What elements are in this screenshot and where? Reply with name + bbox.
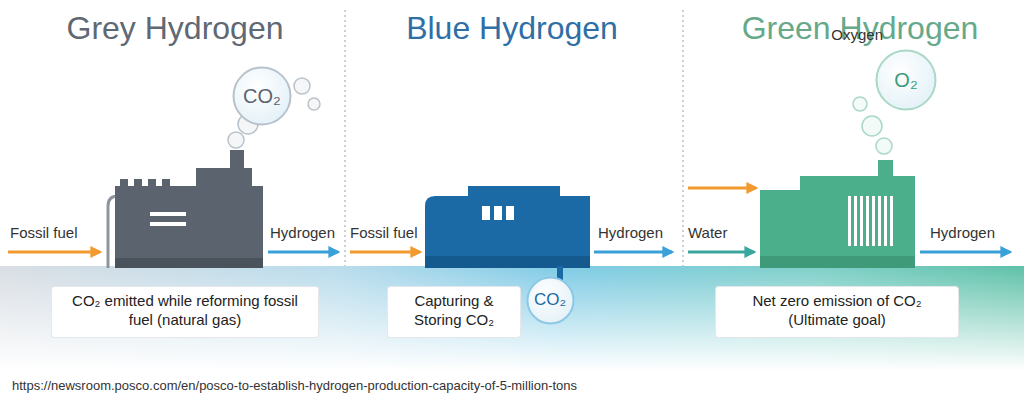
flow-label: Hydrogen [598,224,663,241]
output-arrow [920,251,1010,254]
bubble-label: CO₂ [534,290,566,310]
panel-heading: Grey Hydrogen [67,10,284,47]
divider [345,10,346,266]
energy-arrow [688,187,756,190]
ground-band [0,266,1024,370]
flow-label: Fossil fuel [10,224,78,241]
factory-body [425,186,590,268]
vapour [876,138,892,154]
co2-bubble: CO₂ [526,276,575,325]
crenel [162,179,170,187]
green-factory [760,97,915,268]
window-stripe [866,196,869,246]
crenel [148,179,156,187]
factory-base [760,256,915,268]
factory-body [115,186,263,268]
vapour [853,97,867,111]
panel-heading: Blue Hydrogen [406,10,618,47]
co2-bubble: CO₂ [232,66,292,126]
box-text: Capturing & Storing CO₂ [396,292,512,330]
input-arrow [688,251,754,254]
window-stripe [860,196,863,246]
bubble-circle [877,51,936,110]
window-stripe [872,196,875,246]
window [150,212,186,216]
box-text: Net zero emission of CO₂ (Ultimate goal) [724,292,950,330]
o2-bubble: OxygenO₂ [875,49,937,111]
smoke [308,98,320,110]
crenel [120,179,128,187]
window-stripe [854,196,857,246]
factory-body [760,176,915,268]
caption-box: Capturing & Storing CO₂ [388,287,520,337]
factory-tower [196,168,252,188]
window-stripe [890,196,893,246]
flow-label: Fossil fuel [350,224,418,241]
window [482,206,490,220]
bubble-circle [234,68,291,125]
factory-base [425,256,590,268]
output-arrow [594,251,672,254]
vapour [862,116,882,136]
bubble-label: CO₂ [243,85,281,108]
chimney [230,150,244,170]
input-arrow [350,251,420,254]
smoke [228,132,244,148]
window-stripe [848,196,851,246]
window-stripes [848,196,893,246]
divider [683,10,684,266]
caption-box: Net zero emission of CO₂ (Ultimate goal) [716,287,958,337]
caption-box: CO₂ emitted while reforming fossil fuel … [52,287,318,337]
smoke [294,78,310,94]
input-arrow [8,251,100,254]
window-stripe [884,196,887,246]
crenel [134,179,142,187]
box-text: CO₂ emitted while reforming fossil fuel … [60,292,310,330]
chimney [878,160,893,176]
source-caption: https://newsroom.posco.com/en/posco-to-e… [12,378,577,393]
flow-label: Hydrogen [930,224,995,241]
bubble-circle [527,277,573,323]
blue-factory [425,186,590,282]
window [506,206,514,220]
ground-fade [0,266,1024,371]
window-stripe [878,196,881,246]
factory-base [115,258,263,268]
flow-label: Water [688,224,727,241]
output-arrow [268,251,338,254]
bubble-label: O₂ [894,69,917,92]
bubble-heading: Oxygen [831,26,883,43]
flow-label: Hydrogen [270,224,335,241]
window [150,222,186,226]
window [494,206,502,220]
